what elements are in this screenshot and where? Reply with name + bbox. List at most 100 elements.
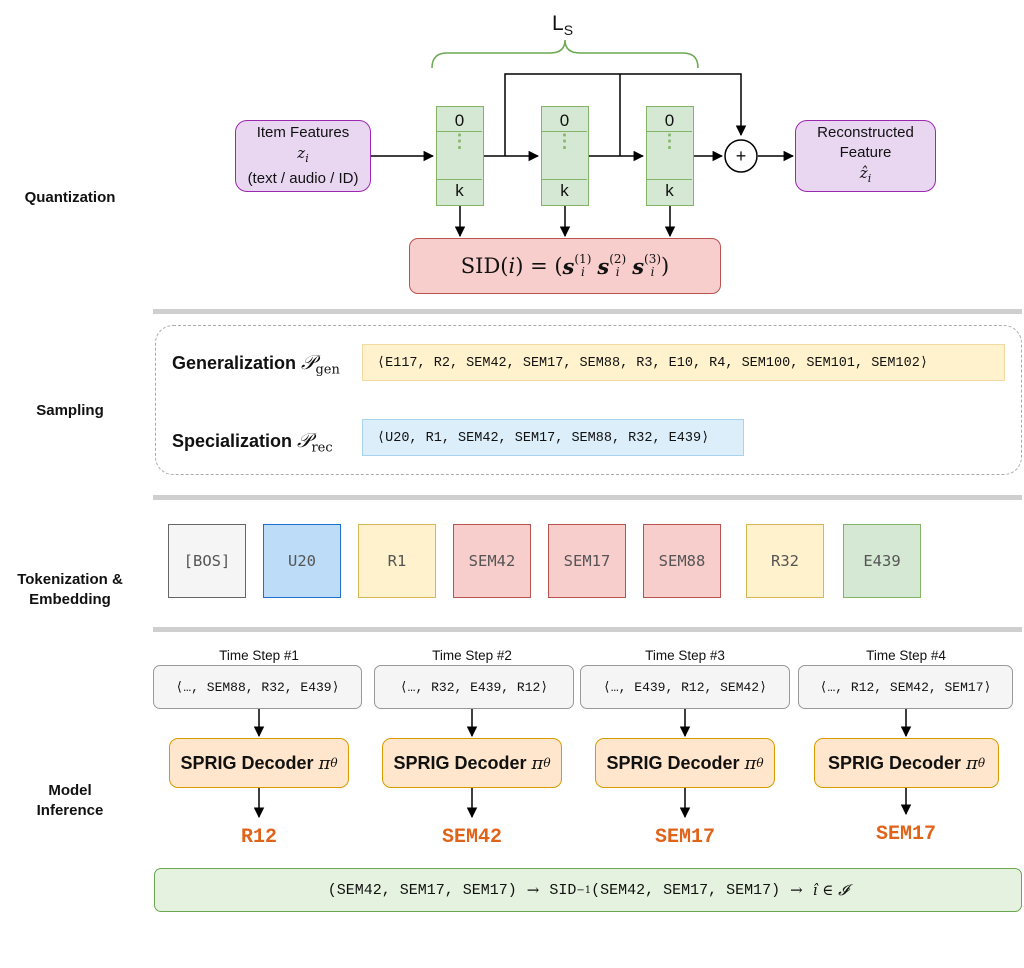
specialization-sequence: ⟨U20, R1, SEM42, SEM17, SEM88, R32, E439… (362, 419, 744, 456)
sampling-container (155, 325, 1022, 475)
sid-term-1-sub: i (580, 265, 585, 279)
specialization-label-text: Specialization (172, 431, 298, 451)
codebook-2-bottom: k (560, 181, 569, 200)
codebook-1-bottom: k (455, 181, 464, 200)
codebook-3-line-top (647, 131, 692, 132)
sid-lhs-var: i (508, 254, 516, 278)
sid-term-1-s: s (562, 253, 575, 279)
separator-1 (153, 309, 1022, 314)
item-features-box: Item Features zi (text / audio / ID) (235, 120, 371, 192)
item-features-title: Item Features (256, 124, 350, 141)
sid-term-1: s(1)i (563, 253, 592, 279)
codebook-1-line-top (437, 131, 482, 132)
time-step-3-output: SEM17 (654, 826, 715, 849)
token-r1: R1 (358, 524, 436, 598)
decoder-3-pi: π (744, 752, 757, 774)
sid-term-1-scripts: (1)i (574, 253, 591, 279)
section-label-inference: Model Inference (0, 781, 140, 821)
time-step-4-context: ⟨…, R12, SEM42, SEM17⟩ (798, 665, 1013, 709)
codebook-2-line-bottom (542, 179, 587, 180)
specialization-label-sym: 𝒫 (297, 428, 312, 452)
time-step-3-title: Time Step #3 (645, 648, 725, 663)
reconstructed-title-line1: Reconstructed (817, 124, 914, 141)
sid-rhs: ) = ( (515, 254, 563, 278)
token-e439: E439 (843, 524, 921, 598)
final-arrow-1: → (526, 881, 540, 899)
reconstructed-var: ẑi (860, 163, 871, 189)
sid-term-2-s: s (597, 253, 610, 279)
ls-label-main: L (552, 12, 564, 35)
section-label-inference-line2: Inference (36, 802, 104, 819)
codebook-2-line-top (542, 131, 587, 132)
codebook-3-dots: ⋮ (660, 131, 679, 151)
time-step-1-context: ⟨…, SEM88, R32, E439⟩ (153, 665, 362, 709)
generalization-label: Generalization 𝒫gen (172, 350, 340, 378)
time-step-1-title: Time Step #1 (219, 648, 299, 663)
time-step-2-output: SEM42 (441, 826, 502, 849)
sid-term-2-sub: i (615, 265, 620, 279)
codebook-3-line-bottom (647, 179, 692, 180)
sid-term-3-s: s (632, 253, 645, 279)
token-u20: U20 (263, 524, 341, 598)
decoder-1-label: SPRIG Decoder (180, 752, 319, 773)
token-bos: [BOS] (168, 524, 246, 598)
ls-label: LS (552, 12, 573, 38)
decoder-2-theta: θ (543, 756, 551, 770)
decoder-1-pi: π (318, 752, 331, 774)
time-step-1-output: R12 (240, 826, 277, 849)
generalization-label-sub: gen (315, 362, 340, 378)
codebook-1: 0 ⋮ k (436, 106, 484, 206)
separator-3 (153, 627, 1022, 632)
codebook-2-top: 0 (559, 111, 570, 130)
generalization-label-text: Generalization (172, 353, 302, 373)
codebook-3-bottom: k (665, 181, 674, 200)
reconstructed-feature-box: Reconstructed Feature ẑi (795, 120, 936, 192)
codebook-2-dots: ⋮ (555, 131, 574, 151)
time-step-3-context: ⟨…, E439, R12, SEM42⟩ (580, 665, 790, 709)
sid-close: ) (661, 254, 670, 278)
sid-term-2: s(2)i (597, 253, 626, 279)
decoder-2-pi: π (531, 752, 544, 774)
ls-label-sub: S (563, 22, 574, 39)
specialization-label-sub: rec (311, 440, 333, 456)
decoder-1-theta: θ (330, 756, 338, 770)
final-result: î ∈ 𝓘 (812, 881, 849, 899)
decoder-4-pi: π (965, 752, 978, 774)
sid-term-3-scripts: (3)i (644, 253, 661, 279)
sid-term-2-sup: (2) (609, 252, 627, 266)
generalization-label-sym: 𝒫 (301, 350, 316, 374)
section-label-quantization: Quantization (24, 189, 116, 206)
final-mapping-box: (SEM42, SEM17, SEM17) → SID−1(SEM42, SEM… (154, 868, 1022, 912)
final-args: (SEM42, SEM17, SEM17) (591, 881, 781, 899)
ls-brace (431, 39, 699, 69)
reconstructed-title-line2: Feature (839, 144, 892, 161)
codebook-3-top: 0 (664, 111, 675, 130)
codebook-1-dots: ⋮ (450, 131, 469, 151)
decoder-3-theta: θ (756, 756, 764, 770)
decoder-4-label: SPRIG Decoder (827, 752, 966, 773)
token-r32: R32 (746, 524, 824, 598)
reconstructed-var-main: ẑ (859, 164, 868, 182)
final-sid-inverse-sup: −1 (576, 884, 592, 896)
time-step-4-title: Time Step #4 (866, 648, 946, 663)
section-label-tokenization: Tokenization & Embedding (0, 570, 140, 610)
sid-term-3-sub: i (650, 265, 655, 279)
codebook-3: 0 ⋮ k (646, 106, 694, 206)
sid-term-2-scripts: (2)i (609, 253, 626, 279)
codebook-2: 0 ⋮ k (541, 106, 589, 206)
plus-sign: + (735, 146, 747, 166)
generalization-sequence: ⟨E117, R2, SEM42, SEM17, SEM88, R3, E10,… (362, 344, 1005, 381)
specialization-label: Specialization 𝒫rec (172, 428, 333, 456)
time-step-4-output: SEM17 (875, 823, 936, 846)
reconstructed-var-sub: i (867, 172, 872, 185)
final-sid-inverse: SID (549, 881, 577, 899)
time-step-2-title: Time Step #2 (432, 648, 512, 663)
time-step-2-context: ⟨…, R32, E439, R12⟩ (374, 665, 574, 709)
token-sem42: SEM42 (453, 524, 531, 598)
sid-term-1-sup: (1) (574, 252, 592, 266)
decoder-2-label: SPRIG Decoder (393, 752, 532, 773)
